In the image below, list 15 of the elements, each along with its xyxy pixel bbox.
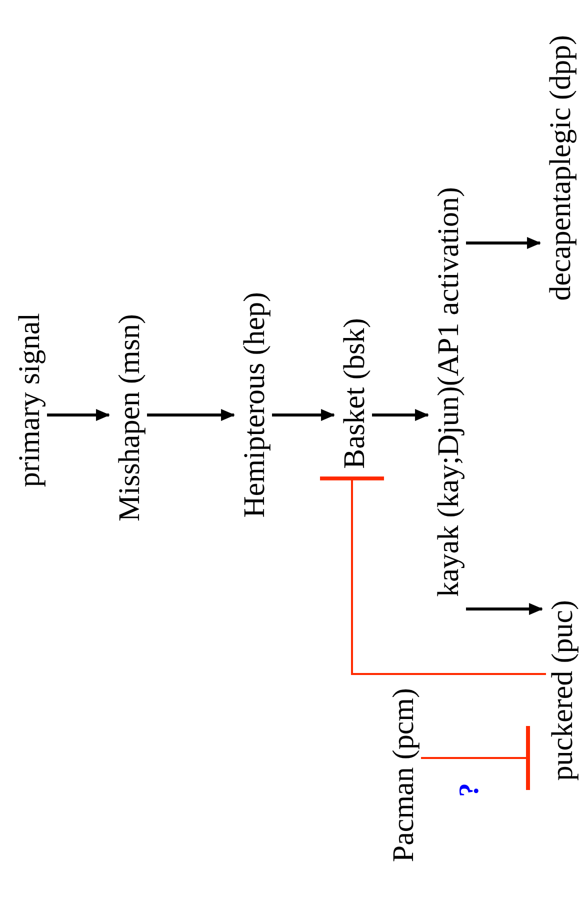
arrow [466, 237, 541, 249]
arrow [272, 409, 335, 421]
arrow [466, 603, 543, 615]
gene-label: Misshapen (msn) [115, 314, 145, 522]
gene-label: decapentaplegic (dpp) [546, 35, 576, 301]
arrow [147, 409, 235, 421]
gene-label: Basket (bsk) [340, 318, 370, 468]
gene-label: kayak (kay;Djun)(AP1 activation) [434, 187, 464, 597]
gene-label: primary signal [15, 312, 45, 488]
arrow [47, 409, 110, 421]
gene-label: puckered (puc) [548, 600, 578, 780]
gene-label: Pacman (pcm) [389, 688, 419, 862]
arrow [372, 409, 429, 421]
gene-label: Hemipterous (hep) [240, 292, 270, 518]
question-mark-note: ? [456, 783, 484, 797]
